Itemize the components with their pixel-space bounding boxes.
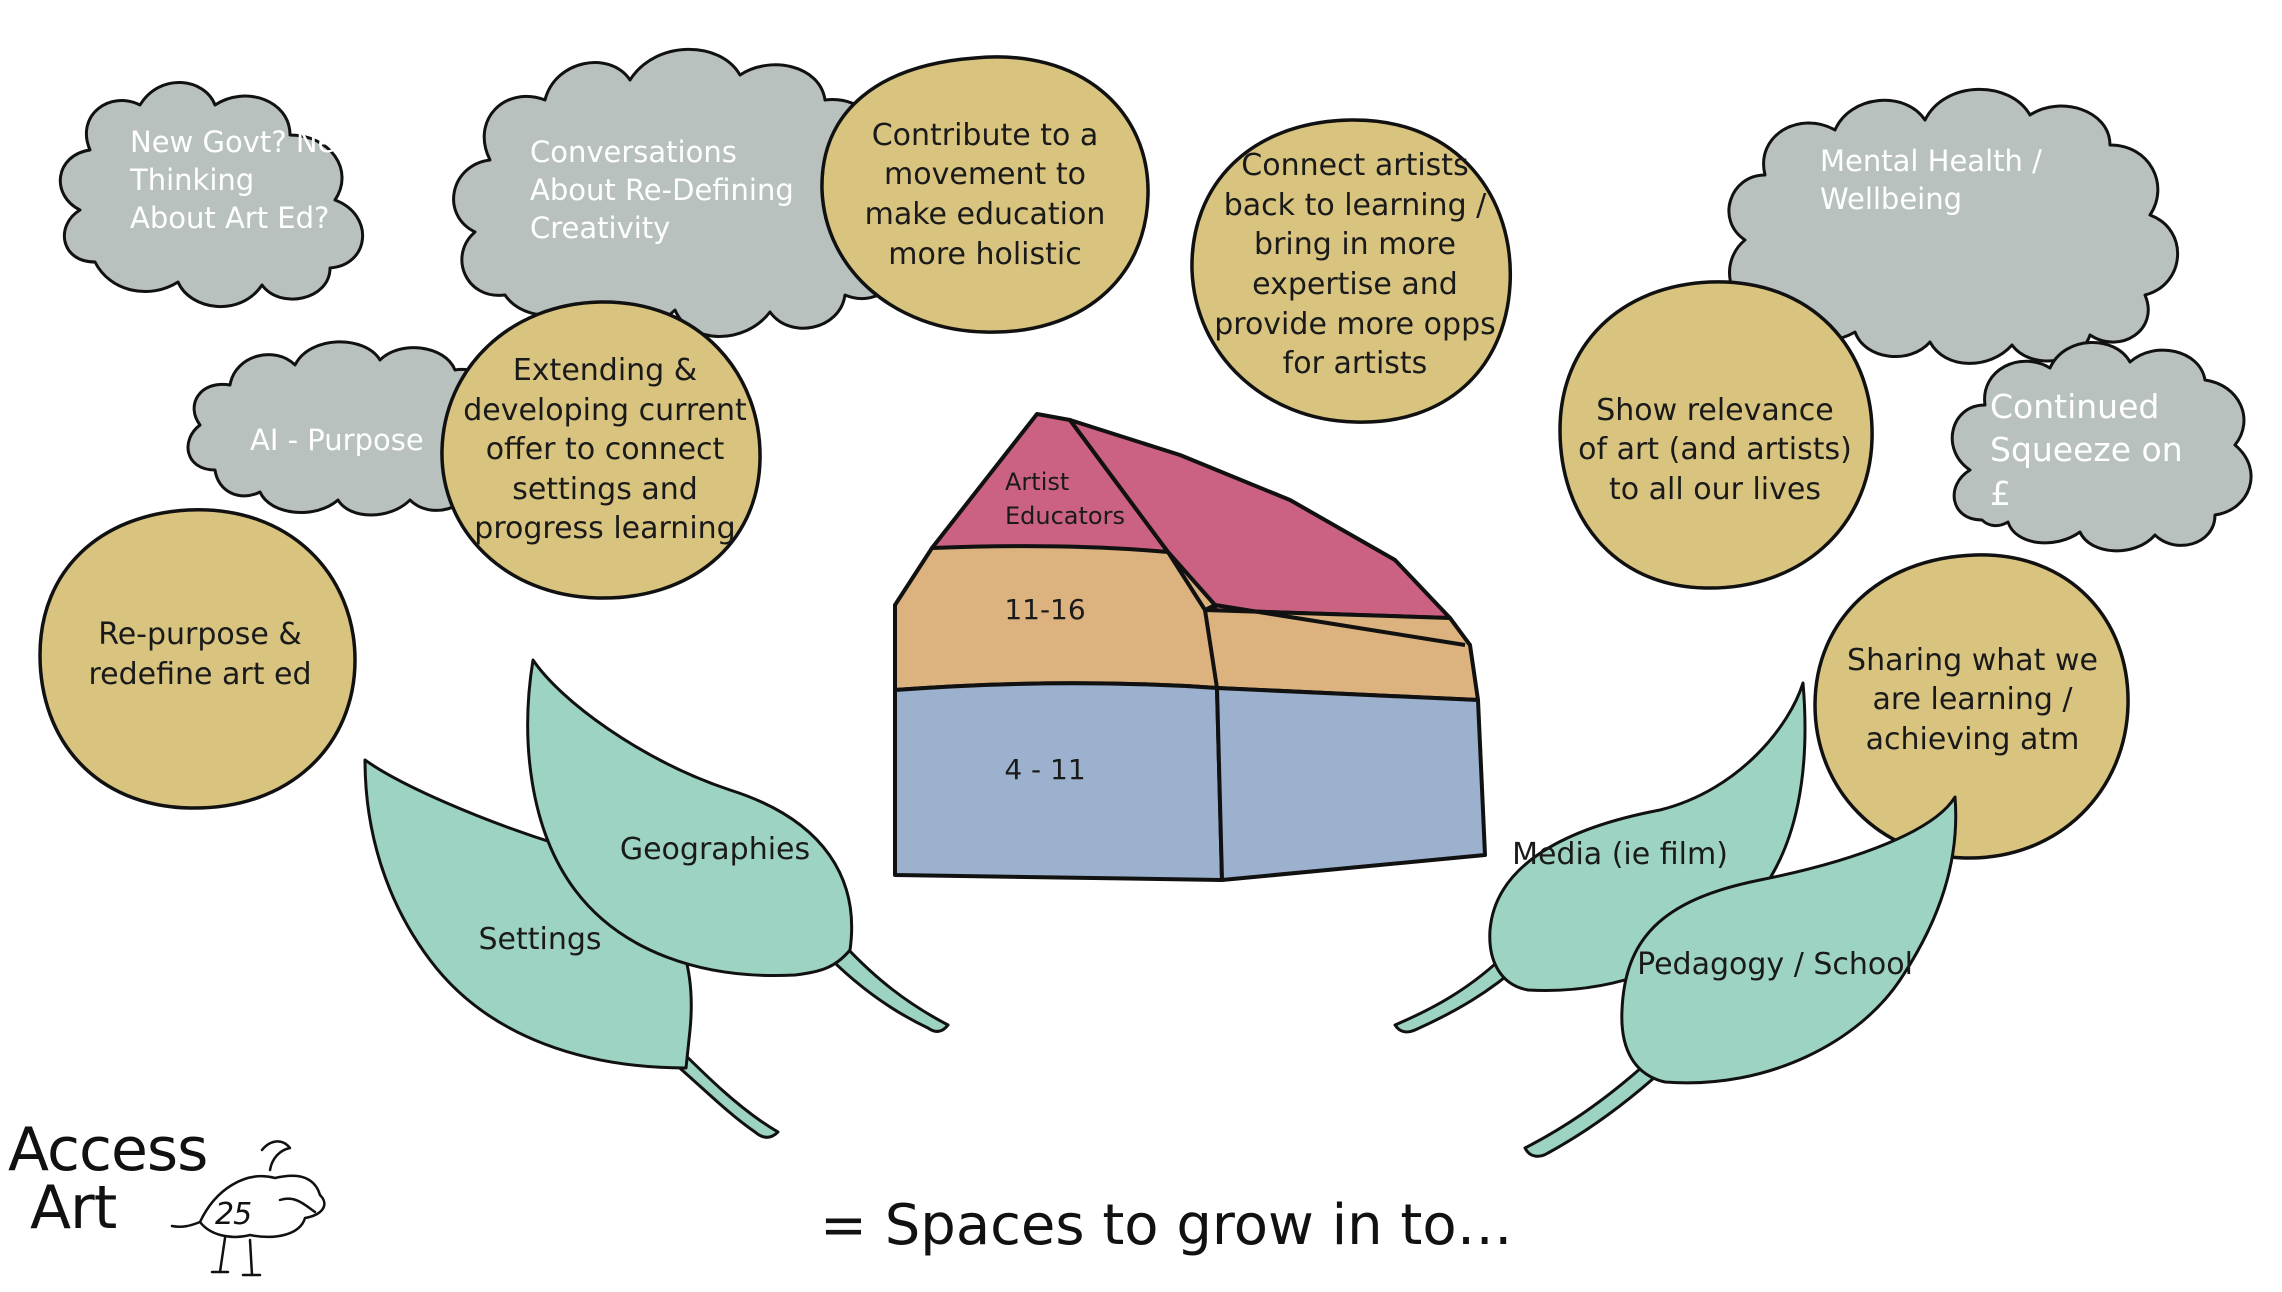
bubble-repurpose-label: Re-purpose & redefine art ed bbox=[88, 617, 312, 692]
bubble-contribute: Contribute to a movement to make educati… bbox=[840, 85, 1130, 305]
cloud-mental-health: Mental Health / Wellbeing bbox=[1820, 130, 2100, 230]
house-base-right bbox=[1215, 686, 1487, 882]
leaf-geographies-label: Geographies bbox=[619, 832, 811, 868]
cloud-new-govt: New Govt? New Thinking About Art Ed? bbox=[130, 115, 380, 245]
cloud-squeeze-label: Continued Squeeze on £ bbox=[1990, 386, 2183, 513]
bubble-repurpose: Re-purpose & redefine art ed bbox=[55, 590, 345, 720]
bubble-relevance-shape bbox=[1558, 280, 1874, 590]
house-side-line bbox=[1204, 603, 1466, 647]
leaf-geographies: Geographies bbox=[600, 825, 830, 875]
cloud-conversations-label: Conversations About Re-Defining Creativi… bbox=[530, 134, 794, 246]
cloud-mental-health-shape bbox=[1727, 87, 2179, 365]
bubble-sharing-shape bbox=[1813, 553, 2130, 860]
logo-badge: 25 bbox=[215, 1197, 252, 1232]
bubble-sharing: Sharing what we are learning / achieving… bbox=[1830, 630, 2115, 770]
house-roof-ridge bbox=[1166, 550, 1207, 612]
bubble-extending-shape bbox=[440, 300, 762, 600]
cloud-squeeze-shape bbox=[1950, 340, 2253, 553]
leaf-pedagogy-shape bbox=[1620, 795, 1958, 1085]
logo-access: Access bbox=[8, 1115, 208, 1185]
house-mid-right bbox=[1203, 608, 1480, 702]
cloud-mental-health-label: Mental Health / Wellbeing bbox=[1820, 143, 2042, 216]
cloud-new-govt-label: New Govt? New Thinking About Art Ed? bbox=[130, 124, 360, 236]
cloud-conversations: Conversations About Re-Defining Creativi… bbox=[530, 125, 840, 255]
bubble-contribute-label: Contribute to a movement to make educati… bbox=[864, 117, 1106, 272]
bubble-connect-artists-label: Connect artists back to learning / bring… bbox=[1214, 148, 1496, 382]
bubble-extending-label: Extending & developing current offer to … bbox=[463, 353, 747, 547]
leaf-geographies-shape bbox=[526, 658, 854, 978]
footer-caption: = Spaces to grow in to… bbox=[820, 1192, 1513, 1258]
leaf-media-stem bbox=[1393, 948, 1525, 1034]
bird-logo-icon bbox=[170, 1140, 326, 1277]
cloud-squeeze: Continued Squeeze on £ bbox=[1990, 380, 2240, 520]
cloud-ai-purpose-label: AI - Purpose bbox=[250, 422, 424, 457]
house-roof-label: Artist Educators bbox=[1005, 467, 1125, 530]
bubble-connect-artists-shape bbox=[1190, 118, 1513, 424]
leaf-settings-label: Settings bbox=[478, 922, 602, 958]
house-middle-label: 11-16 bbox=[1004, 592, 1086, 626]
leaf-pedagogy-stem bbox=[1523, 1058, 1667, 1158]
leaf-settings-shape bbox=[363, 758, 693, 1070]
house-base-label: 4 - 11 bbox=[1004, 752, 1086, 786]
bubble-relevance-label: Show relevance of art (and artists) to a… bbox=[1578, 392, 1852, 507]
leaf-pedagogy: Pedagogy / School bbox=[1630, 940, 1920, 990]
bubble-extending: Extending & developing current offer to … bbox=[455, 325, 755, 575]
bubble-repurpose-shape bbox=[38, 508, 357, 810]
bubble-sharing-label: Sharing what we are learning / achieving… bbox=[1847, 642, 2098, 757]
leaf-media: Media (ie film) bbox=[1505, 830, 1735, 880]
leaf-media-label: Media (ie film) bbox=[1512, 837, 1728, 873]
bubble-contribute-shape bbox=[820, 55, 1150, 334]
bubble-connect-artists: Connect artists back to learning / bring… bbox=[1205, 130, 1505, 400]
cloud-ai-purpose: AI - Purpose bbox=[250, 405, 480, 475]
bubble-relevance: Show relevance of art (and artists) to a… bbox=[1565, 375, 1865, 525]
leaf-pedagogy-label: Pedagogy / School bbox=[1637, 947, 1913, 983]
leaf-settings: Settings bbox=[440, 915, 640, 965]
cloud-new-govt-shape bbox=[58, 80, 364, 309]
leaf-geographies-stem bbox=[818, 933, 950, 1033]
logo-art: Art bbox=[30, 1173, 117, 1243]
